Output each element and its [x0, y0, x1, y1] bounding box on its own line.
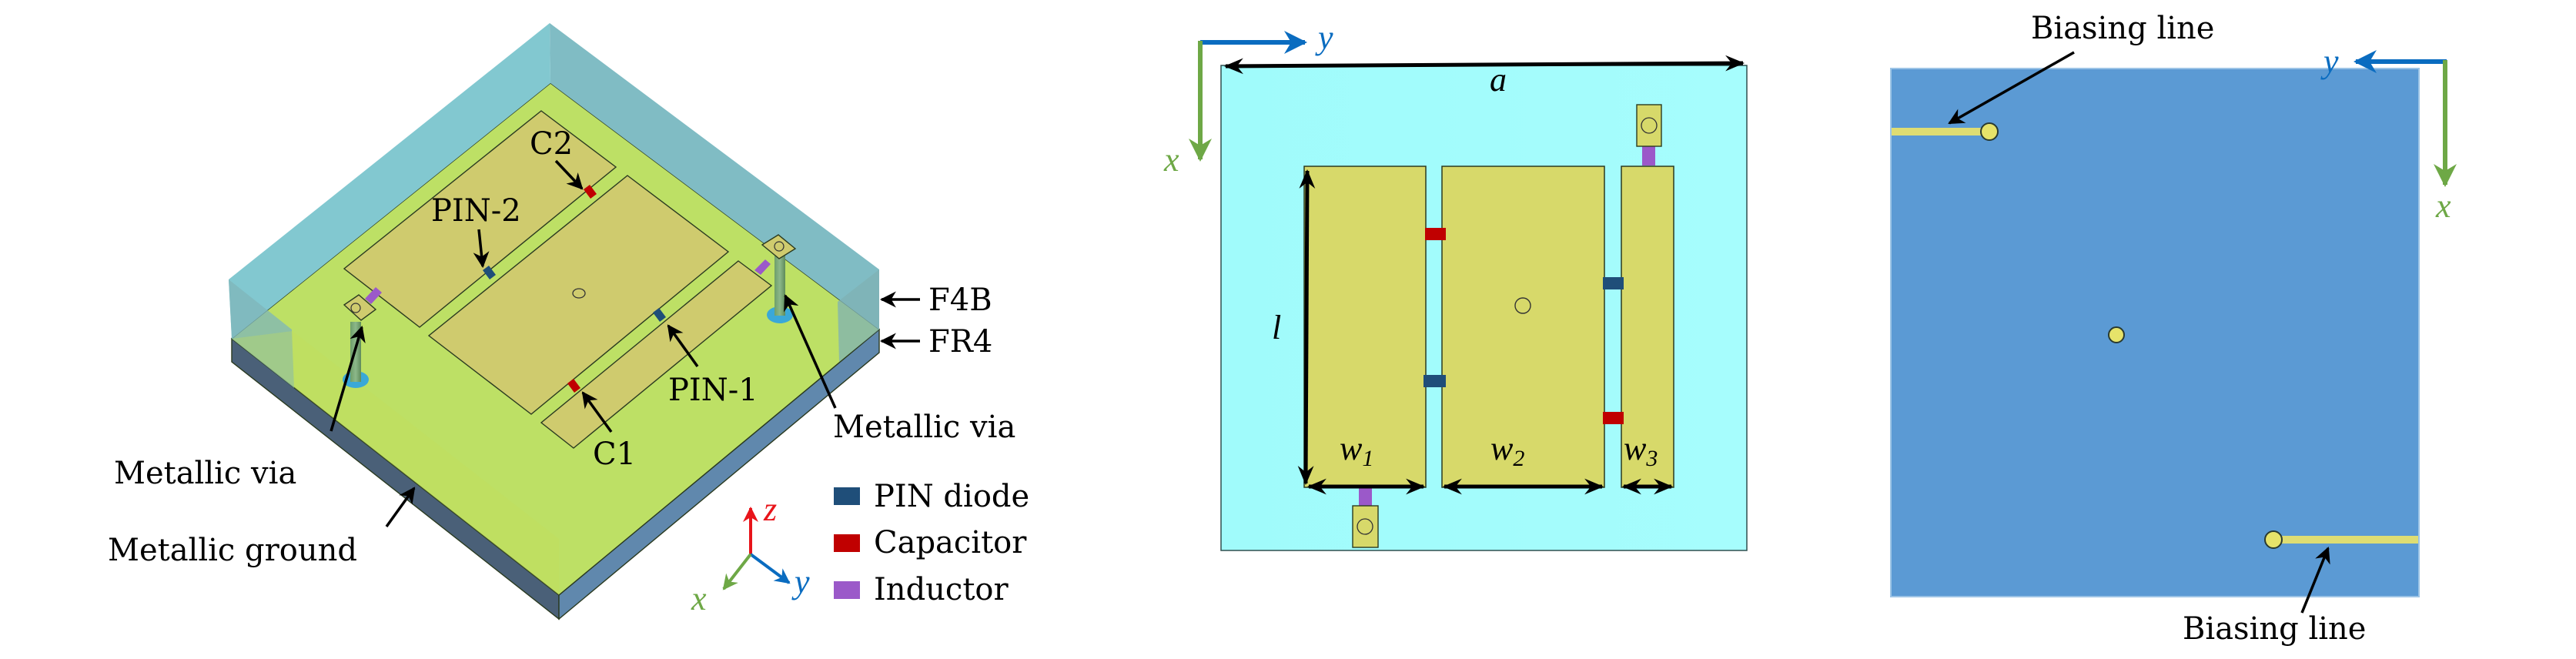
top-y-axis-label: y [1315, 18, 1333, 56]
top-x-axis-label: x [1163, 141, 1179, 179]
bottom-ground-plane [1890, 68, 2420, 597]
top-patch-w3 [1621, 166, 1674, 488]
arrow-pin1 [667, 324, 699, 368]
arrow-bias-bottom [2300, 547, 2330, 614]
top-capacitor-left-gap [1425, 228, 1446, 240]
bias-line-bottom [2279, 536, 2418, 544]
pin-diode-pin2 [483, 266, 496, 279]
via-right-pad [761, 234, 797, 259]
legend-swatch-capacitor [834, 534, 860, 552]
label-pin1: PIN-1 [668, 373, 758, 408]
dim-w2-label: w2 [1490, 430, 1524, 471]
arrow-via-left [330, 325, 366, 432]
top-center-via [1514, 297, 1531, 314]
top-pad-lower-hole [1357, 518, 1373, 535]
inductor-left [365, 287, 382, 304]
legend-label-capacitor: Capacitor [874, 525, 1027, 560]
label-ground: Metallic ground [108, 533, 357, 568]
pin-diode-pin1 [653, 308, 666, 322]
top-pad-upper [1636, 104, 1662, 147]
inductor-right [754, 259, 771, 275]
dim-l-label: l [1272, 309, 1281, 346]
panel-bottom-view: Biasing line Biasing line y x [1890, 11, 2457, 647]
dim-w1-label: w1 [1340, 430, 1373, 471]
panel-top-view: a l w1 w2 w3 y x [1163, 18, 1748, 551]
dim-l-arrow [1297, 169, 1316, 486]
f4b-top-right-band [550, 23, 879, 330]
bias-via-center [2108, 326, 2125, 343]
panel-3d-view: C2 PIN-2 PIN-1 C1 Metallic via Metallic … [108, 23, 1029, 621]
top-pin-diode-left-gap [1423, 375, 1446, 387]
via-left-pad-hole [350, 303, 361, 313]
arrow-pin2 [473, 229, 490, 269]
top-pad-upper-hole [1641, 117, 1658, 134]
label-c1: C1 [593, 437, 636, 472]
top-inductor-upper [1642, 144, 1655, 166]
legend-swatch-pin-diode [834, 487, 860, 505]
top-capacitor-right-gap [1603, 412, 1624, 424]
arrow-via-right [784, 294, 837, 409]
via-right-pad-hole [774, 241, 785, 252]
legend-swatch-inductor [834, 581, 860, 599]
y-axis-label: y [791, 563, 810, 600]
arrow-bias-top [1948, 51, 2075, 125]
top-pad-lower [1352, 505, 1379, 548]
z-axis-label: z [763, 490, 777, 528]
y-axis-arrow [749, 553, 791, 584]
top-pin-diode-right-gap [1603, 277, 1624, 289]
label-c2: C2 [530, 126, 573, 162]
patch-w3 [540, 260, 773, 449]
label-fr4: FR4 [928, 324, 992, 360]
dim-a-arrow [1223, 55, 1745, 75]
arrow-c1 [581, 391, 613, 433]
capacitor-c1 [567, 379, 580, 393]
via-right-barrel [774, 254, 785, 316]
x-axis-arrow [722, 553, 752, 590]
bias-via-top [1980, 122, 1999, 141]
label-via-right: Metallic via [833, 410, 1015, 445]
legend-label-inductor: Inductor [874, 572, 1009, 607]
dim-w3-label: w3 [1624, 430, 1658, 471]
dim-a-label: a [1490, 61, 1507, 99]
bottom-y-axis-label: y [2320, 42, 2339, 80]
patch-w1 [343, 110, 617, 328]
patch-w2 [427, 175, 730, 415]
legend-label-pin-diode: PIN diode [874, 479, 1029, 514]
label-bias-bottom: Biasing line [2183, 611, 2366, 647]
axes-triad-3d: z y x [691, 490, 810, 617]
axes-bottom-view: y x [2320, 42, 2457, 225]
bias-via-bottom [2264, 530, 2283, 549]
label-bias-top: Biasing line [2031, 11, 2214, 46]
f4b-top-left-band [229, 23, 550, 339]
center-via-hole [572, 288, 586, 299]
arrow-ground [385, 487, 416, 528]
capacitor-c2 [584, 185, 597, 199]
label-via-left: Metallic via [114, 456, 296, 491]
top-patch-w1 [1303, 166, 1427, 488]
axes-top-view: y x [1163, 18, 1333, 179]
top-patch-w2 [1441, 166, 1605, 488]
legend: PIN diode Capacitor Inductor [834, 479, 1029, 607]
f4b-left-face [229, 279, 294, 388]
bottom-x-axis-label: x [2435, 187, 2451, 225]
label-pin2: PIN-2 [431, 193, 521, 229]
x-axis-label: x [691, 580, 707, 617]
f4b-right-face [838, 269, 879, 362]
fr4-front-tint [232, 331, 559, 595]
arrow-c2 [554, 159, 584, 190]
top-inductor-lower [1359, 487, 1372, 507]
bias-line-top [1892, 128, 1982, 135]
label-f4b: F4B [928, 283, 992, 318]
